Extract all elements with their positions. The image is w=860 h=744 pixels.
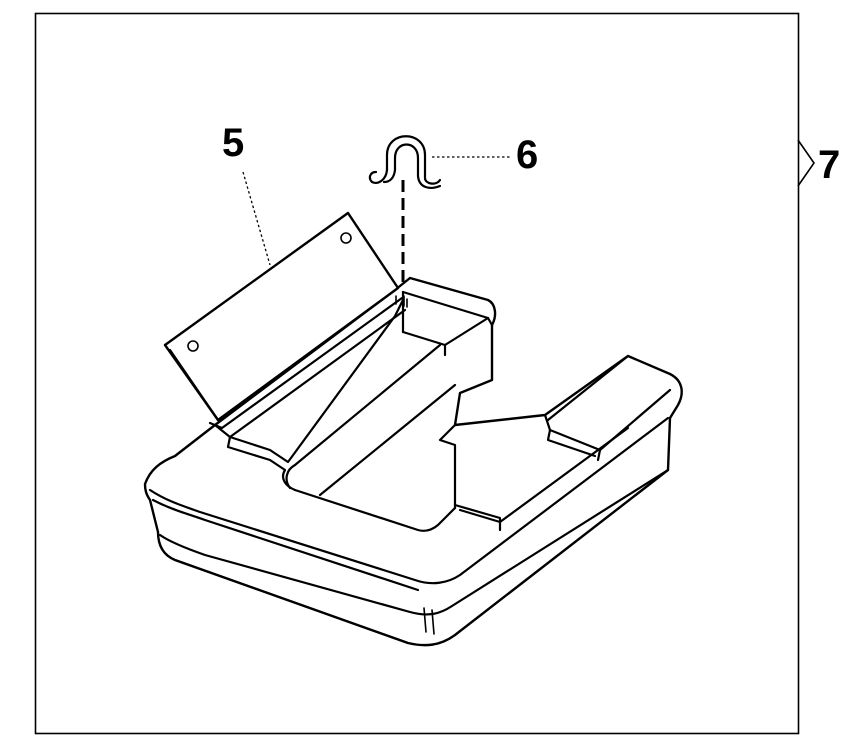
lid-screw-hole xyxy=(187,340,199,352)
leader-line-5 xyxy=(242,171,271,266)
diagram-frame xyxy=(34,12,800,735)
hook-part xyxy=(368,135,442,282)
lid-part xyxy=(163,211,404,430)
lid-screw-hole xyxy=(340,232,352,244)
callout-6: 6 xyxy=(516,133,538,177)
callout-5: 5 xyxy=(222,121,244,165)
callout-7: 7 xyxy=(818,143,840,187)
assembly-bracket xyxy=(797,139,815,187)
base-tray xyxy=(143,276,683,647)
